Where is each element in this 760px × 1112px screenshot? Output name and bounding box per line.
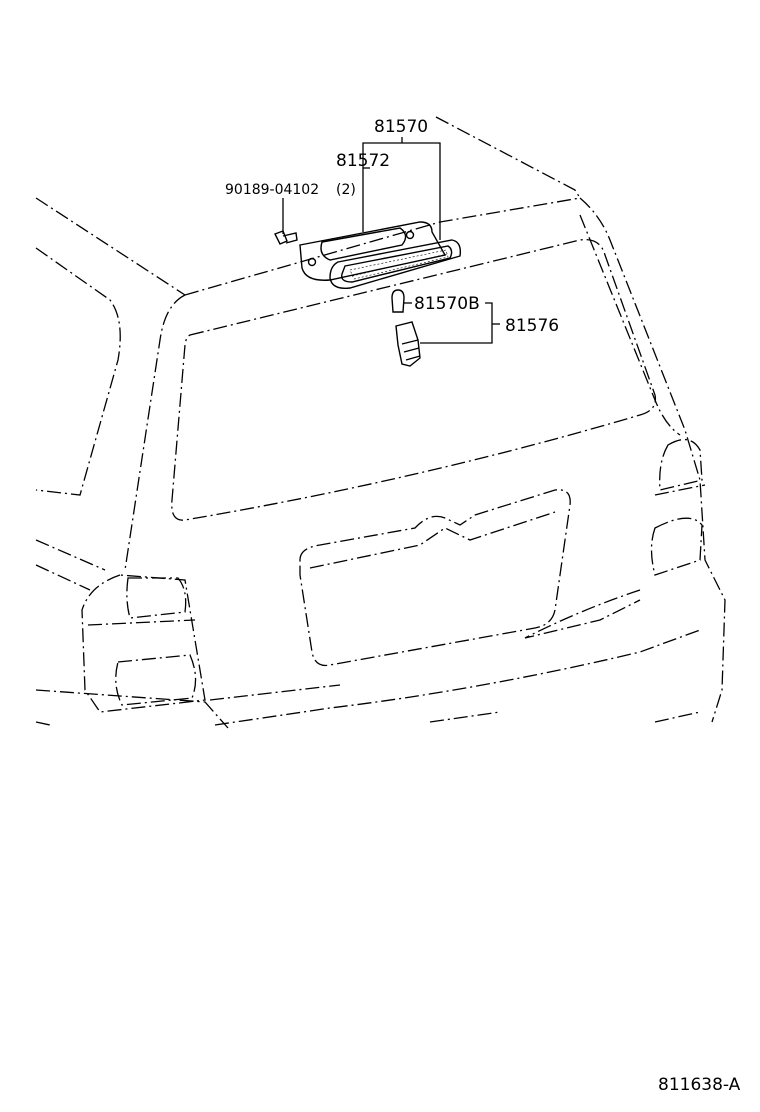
vehicle-body-outline <box>35 116 726 729</box>
right-tail-lamp-outline <box>650 438 706 576</box>
label-screw-qty: (2) <box>336 182 356 198</box>
label-socket: 81576 <box>505 316 559 336</box>
license-recess-outline <box>299 489 571 667</box>
bulb-part <box>391 289 405 313</box>
leader-lines <box>282 137 500 344</box>
label-bulb: 81570B <box>414 294 480 314</box>
label-cover: 81572 <box>336 151 390 171</box>
stop-lamp-cover <box>299 221 447 281</box>
socket-part <box>395 321 421 367</box>
left-tail-lamp-outline <box>81 574 206 713</box>
rear-window-outline <box>171 238 657 521</box>
figure-code: 811638-A <box>658 1075 741 1095</box>
screw-part <box>274 230 298 245</box>
label-assembly: 81570 <box>374 117 428 137</box>
high-mount-stop-lamp <box>329 239 462 289</box>
label-screw: 90189-04102 <box>225 182 319 198</box>
